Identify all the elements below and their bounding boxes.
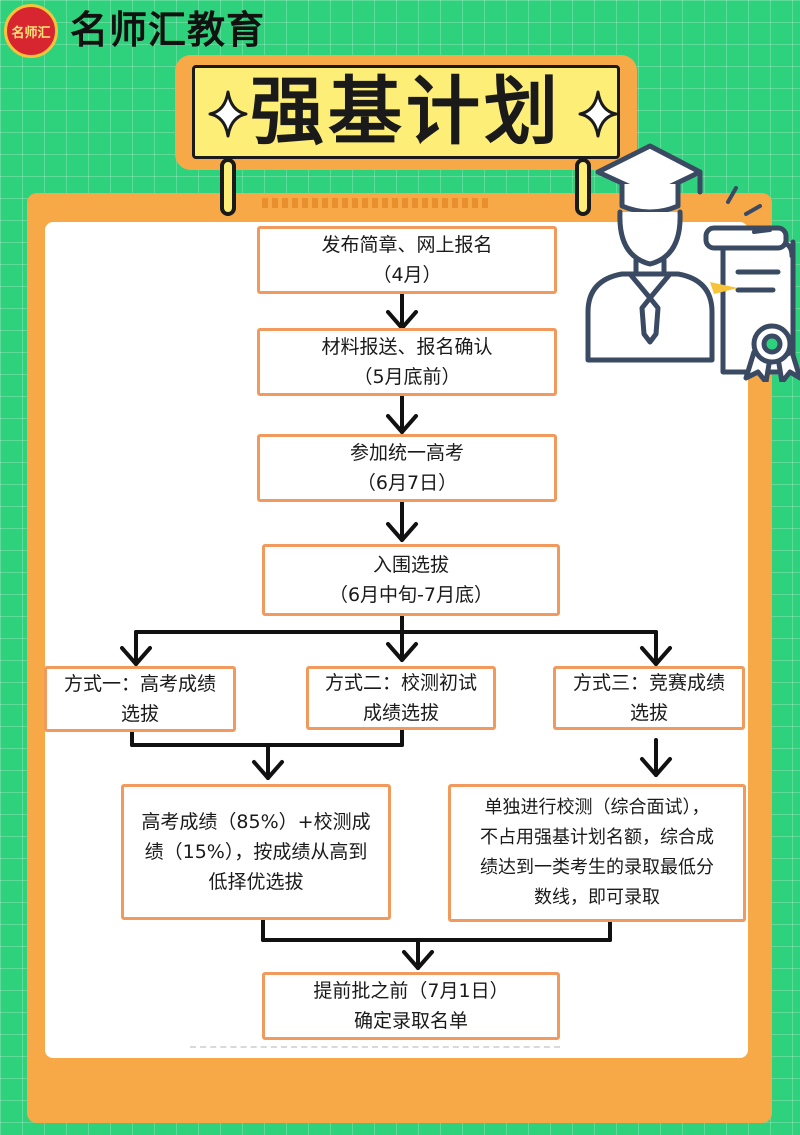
method-competition: 方式三：竞赛成绩 选拔 (553, 666, 745, 730)
result-combined-score: 高考成绩（85%）+校测成 绩（15%），按成绩从高到 低择优选拔 (121, 784, 391, 920)
ribbon-medal-icon (743, 323, 800, 382)
step-selection-date: （6月中旬-7月底） (328, 584, 494, 606)
result-separate-line3: 绩达到一类考生的录取最低分 (480, 857, 714, 878)
final-admission-line1: 提前批之前（7月1日） (313, 980, 509, 1002)
graduate-icon (585, 143, 800, 382)
final-admission-line2: 确定录取名单 (353, 1010, 468, 1032)
step-gaokao-title: 参加统一高考 (349, 442, 464, 464)
step-selection-title: 入围选拔 (372, 554, 449, 576)
result-separate-line2: 不占用强基计划名额，综合成 (480, 827, 714, 848)
step-final-admission: 提前批之前（7月1日） 确定录取名单 (262, 972, 560, 1040)
step-registration-date: （4月） (372, 264, 442, 286)
result-combined-line1: 高考成绩（85%）+校测成 (141, 811, 371, 833)
result-separate-line4: 数线，即可录取 (534, 887, 660, 908)
method-competition-line2: 选拔 (629, 702, 668, 724)
binder-ring-right (575, 158, 591, 216)
method-gaokao-line1: 方式一：高考成绩 (63, 673, 216, 695)
step-gaokao-date: （6月7日） (356, 472, 458, 494)
method-competition-line1: 方式三：竞赛成绩 (572, 672, 725, 694)
method-school-line2: 成绩选拔 (362, 702, 439, 724)
step-materials-title: 材料报送、报名确认 (321, 336, 493, 358)
step-gaokao: 参加统一高考 （6月7日） (257, 434, 557, 502)
step-registration-title: 发布简章、网上报名 (321, 234, 493, 256)
result-separate-line1: 单独进行校测（综合面试）， (484, 797, 710, 818)
paper-divider (190, 1046, 560, 1048)
binder-ring-left (220, 158, 236, 216)
method-gaokao-score: 方式一：高考成绩 选拔 (44, 666, 236, 732)
logo-badge: 名师汇 (4, 4, 58, 58)
sparkle-icon (578, 90, 618, 138)
sparkle-icon (208, 90, 248, 138)
result-combined-line2: 绩（15%），按成绩从高到 (144, 841, 368, 863)
method-gaokao-line2: 选拔 (120, 703, 159, 725)
step-registration: 发布简章、网上报名 （4月） (257, 226, 557, 294)
method-school-line1: 方式二：校测初试 (324, 672, 477, 694)
logo-text: 名师汇教育 (70, 8, 266, 52)
page-title: 强基计划 (250, 69, 562, 155)
logo-badge-text: 名师汇 (11, 25, 51, 41)
step-materials-date: （5月底前） (353, 366, 461, 388)
result-separate-test: 单独进行校测（综合面试）， 不占用强基计划名额，综合成 绩达到一类考生的录取最低… (448, 784, 746, 922)
step-selection: 入围选拔 （6月中旬-7月底） (262, 544, 560, 616)
method-school-test: 方式二：校测初试 成绩选拔 (306, 666, 496, 730)
result-combined-line3: 低择优选拔 (208, 871, 304, 893)
title-banner-inner: 强基计划 (192, 65, 620, 159)
board-stripes (262, 198, 492, 208)
step-materials: 材料报送、报名确认 （5月底前） (257, 328, 557, 396)
